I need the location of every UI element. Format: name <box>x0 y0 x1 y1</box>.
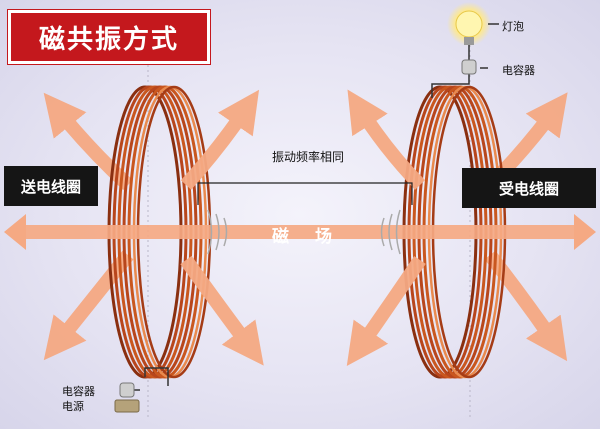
receive-coil-label: 受电线圈 <box>462 168 596 208</box>
field-arrow-inner-right-upper <box>347 89 426 190</box>
power-source-label: 电源 <box>62 400 84 413</box>
same-frequency-label: 振动频率相同 <box>271 150 344 164</box>
power-source-icon <box>114 399 140 413</box>
capacitor-top-label: 电容器 <box>502 64 535 77</box>
capacitor-bottom-label: 电容器 <box>62 385 95 398</box>
magnetic-field-band <box>20 225 580 239</box>
diagram-title: 磁共振方式 <box>38 24 179 55</box>
field-arrow-right-lower <box>484 250 568 362</box>
bulb-label: 灯泡 <box>502 20 524 33</box>
field-arrowhead-right <box>574 214 596 250</box>
transmit-coil-label: 送电线圈 <box>4 166 98 206</box>
field-arrow-inner-right-lower <box>346 256 426 367</box>
frequency-bracket <box>197 182 413 205</box>
capacitor-bottom-icon <box>119 382 135 398</box>
field-arrowhead-left <box>4 214 26 250</box>
field-arrow-left-upper <box>43 92 133 191</box>
field-arrow-inner-left-upper <box>180 89 260 190</box>
bulb-icon <box>447 2 491 46</box>
capacitor-top-icon <box>461 59 477 75</box>
magnetic-field-label: 磁 场 <box>272 227 342 247</box>
field-arrow-inner-left-lower <box>180 255 264 366</box>
wave-marks <box>207 209 401 255</box>
title-banner: 磁共振方式 <box>8 10 210 64</box>
